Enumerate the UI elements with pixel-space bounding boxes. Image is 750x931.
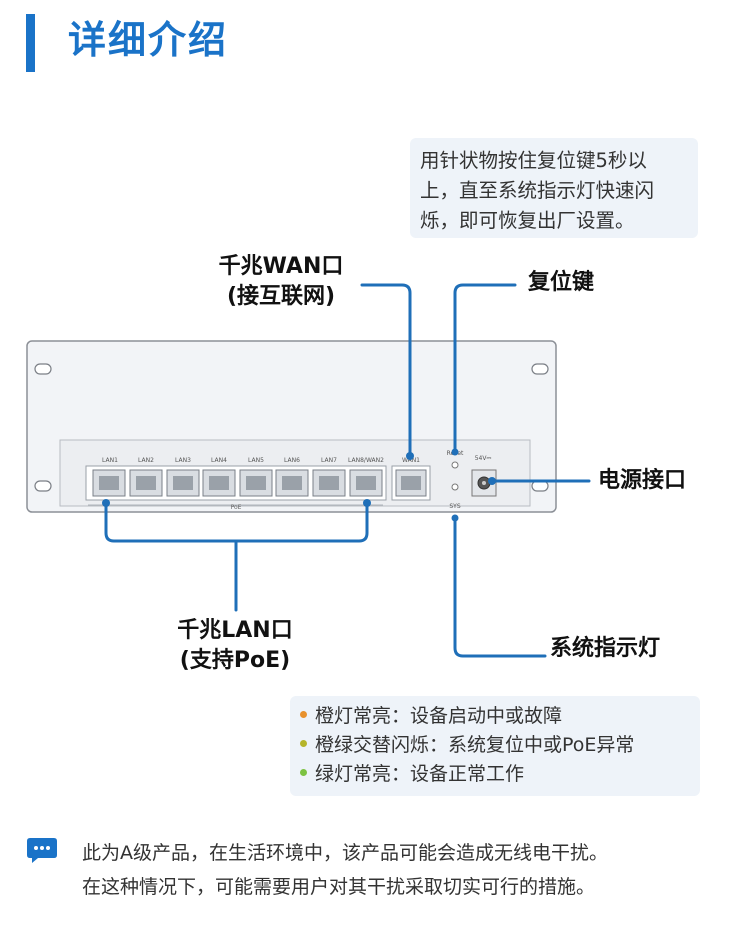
wan-port-label-line: (接互联网) xyxy=(226,284,336,309)
port-label: LAN5 xyxy=(248,457,264,464)
sys-indicator-label: 系统指示灯 xyxy=(550,636,661,661)
notice-line: 此为A级产品，在生活环境中，该产品可能会造成无线电干扰。 xyxy=(82,842,608,864)
orange-dot-icon xyxy=(300,711,307,718)
port-label: WAN1 xyxy=(402,457,420,464)
lan-callout-dot xyxy=(102,499,110,507)
lan-callout-line xyxy=(104,501,369,612)
port-label: LAN4 xyxy=(211,457,227,464)
port-label: LAN3 xyxy=(175,457,191,464)
legend-text: 橙灯常亮：设备启动中或故障 xyxy=(315,705,563,727)
notice-line: 在这种情况下，可能需要用户对其干扰采取切实可行的措施。 xyxy=(82,876,596,898)
sys-label: SYS xyxy=(449,503,460,510)
lan-port-label-line: 千兆LAN口 xyxy=(177,618,293,643)
reset-note-line: 用针状物按住复位键5秒以 xyxy=(420,149,647,172)
lan-port-label: 千兆LAN口 (支持PoE) xyxy=(150,616,320,676)
port-label: LAN2 xyxy=(138,457,154,464)
lan-callout-dot xyxy=(363,499,371,507)
lan-port: LAN1 xyxy=(92,457,126,497)
mount-hole xyxy=(531,363,549,375)
lan-port: LAN8/WAN2 xyxy=(348,457,384,497)
port-label: LAN7 xyxy=(321,457,337,464)
legend-row: 绿灯常亮：设备正常工作 xyxy=(300,760,690,789)
reset-note-line: 烁，即可恢复出厂设置。 xyxy=(420,209,635,232)
lan-port: LAN5 xyxy=(239,457,273,497)
wan-port-label-line: 千兆WAN口 xyxy=(218,254,344,279)
reset-callout-dot xyxy=(451,448,459,456)
interference-notice: 此为A级产品，在生活环境中，该产品可能会造成无线电干扰。 在这种情况下，可能需要… xyxy=(82,836,608,904)
reset-hole xyxy=(451,461,459,469)
port-label: LAN1 xyxy=(102,457,118,464)
reset-note: 用针状物按住复位键5秒以 上，直至系统指示灯快速闪 烁，即可恢复出厂设置。 xyxy=(410,138,698,238)
power-rating-label: 54V⎓ xyxy=(475,455,492,462)
legend-row: 橙灯常亮：设备启动中或故障 xyxy=(300,702,690,731)
led-legend: 橙灯常亮：设备启动中或故障 橙绿交替闪烁：系统复位中或PoE异常 绿灯常亮：设备… xyxy=(290,696,700,796)
title-accent-bar xyxy=(26,14,35,72)
legend-row: 橙绿交替闪烁：系统复位中或PoE异常 xyxy=(300,731,690,760)
lan-port: LAN7 xyxy=(312,457,346,497)
orange-green-dot-icon xyxy=(300,740,307,747)
mount-hole xyxy=(34,480,52,492)
wan-callout-dot xyxy=(406,452,414,460)
green-dot-icon xyxy=(300,769,307,776)
wan-callout-line xyxy=(360,283,412,457)
sys-callout-line xyxy=(453,516,547,658)
power-callout-dot xyxy=(488,477,496,485)
port-label: LAN8/WAN2 xyxy=(348,457,384,464)
lan-port-label-line: (支持PoE) xyxy=(179,648,291,673)
reset-callout-line xyxy=(453,283,517,454)
lan-port: LAN2 xyxy=(129,457,163,497)
legend-text: 橙绿交替闪烁：系统复位中或PoE异常 xyxy=(315,734,635,756)
port-label: LAN6 xyxy=(284,457,300,464)
reset-note-line: 上，直至系统指示灯快速闪 xyxy=(420,179,655,202)
sys-callout-dot xyxy=(451,514,459,522)
power-port-label: 电源接口 xyxy=(598,468,687,493)
sys-led xyxy=(451,483,459,491)
lan-port: LAN6 xyxy=(275,457,309,497)
wan-port: WAN1 xyxy=(391,457,431,501)
poe-label: PoE xyxy=(231,504,242,511)
legend-text: 绿灯常亮：设备正常工作 xyxy=(315,763,525,785)
reset-button-label: 复位键 xyxy=(528,270,595,295)
lan-port: LAN3 xyxy=(166,457,200,497)
mount-hole xyxy=(34,363,52,375)
lan-port: LAN4 xyxy=(202,457,236,497)
page-title: 详细介绍 xyxy=(68,18,229,62)
chat-bubble-icon xyxy=(27,838,57,863)
wan-port-label: 千兆WAN口 (接互联网) xyxy=(196,252,366,312)
